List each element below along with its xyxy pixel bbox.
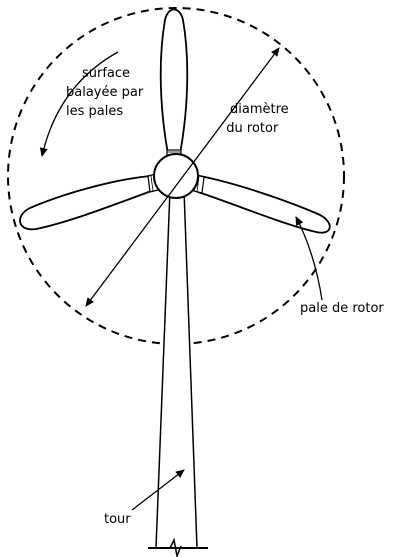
rotor-diameter-label: diamètre du rotor	[226, 100, 289, 138]
rotor-blade-left	[19, 173, 159, 231]
swept-area-circle	[7, 7, 345, 345]
tower	[148, 189, 208, 557]
swept-area-label-line-2: balayée par	[66, 85, 144, 100]
swept-area-label-line-1: surface	[82, 66, 131, 81]
tower-leader	[131, 469, 185, 511]
swept-area-label: surface balayée par les pales	[66, 64, 143, 121]
swept-area-arrow	[39, 51, 119, 157]
rotor-blade-label: pale de rotor	[300, 301, 384, 316]
rotor-diameter-label-line-1: diamètre	[230, 102, 289, 117]
rotor-hub	[153, 153, 199, 199]
rotor-blade-right	[193, 174, 331, 234]
tower-label: tour	[104, 512, 131, 527]
rotor-diameter-arrow	[85, 47, 280, 307]
rotor-diameter-label-line-2: du rotor	[226, 121, 279, 136]
swept-area-label-line-3: les pales	[66, 104, 124, 119]
rotor-blade-top	[159, 8, 189, 159]
rotor-blade-leader	[295, 216, 323, 301]
